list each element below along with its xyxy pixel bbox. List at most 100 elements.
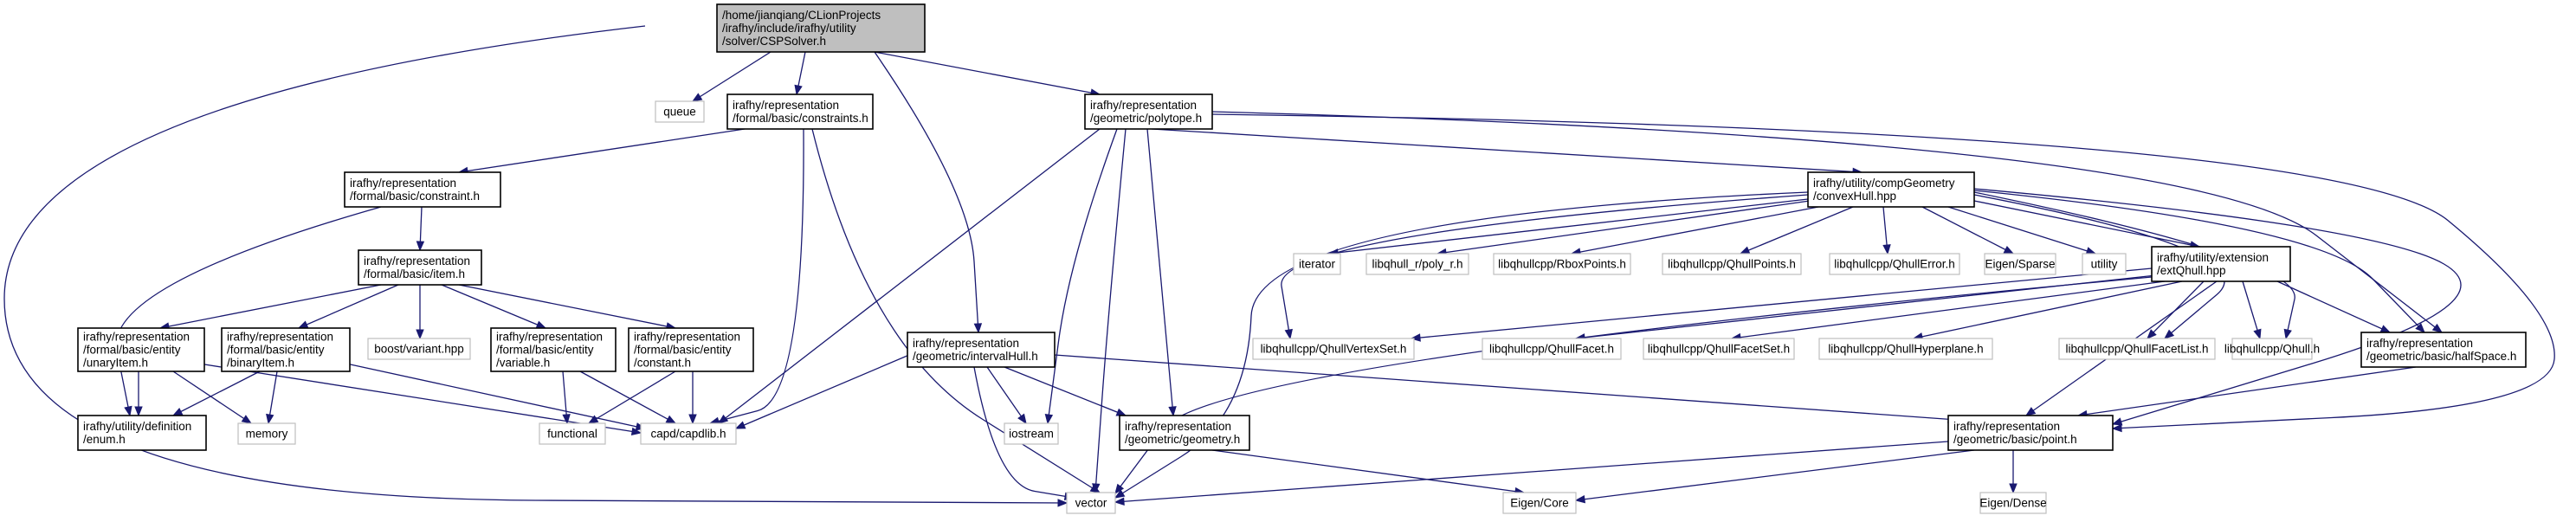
edge-arrowhead (691, 93, 703, 102)
node-label-line: /formal/basic/entity (634, 344, 732, 357)
edge-line (1146, 128, 1174, 416)
node-eigendense[interactable]: Eigen/Dense (1979, 492, 2047, 514)
node-qhullpoints[interactable]: libqhullcpp/QhullPoints.h (1662, 253, 1802, 275)
edge-line (811, 128, 1101, 493)
node-box (726, 93, 874, 130)
node-intervalhull[interactable]: irafhy/representation/geometric/interval… (907, 332, 1056, 368)
node-box (1502, 492, 1577, 514)
edge-convexhull-to-pointh (1973, 188, 2462, 426)
node-boostvariant[interactable]: boost/variant.hpp (367, 338, 471, 360)
edge-constant-to-functional (587, 371, 676, 424)
edge-arrowhead (2024, 407, 2037, 416)
edge-arrowhead (2253, 328, 2262, 340)
node-label-line: Eigen/Sparse (1985, 258, 2055, 271)
node-utility[interactable]: utility (2082, 253, 2127, 275)
edge-item-to-binaryitem (297, 284, 399, 329)
edge-line (1947, 206, 2096, 255)
edge-root-to-polytope (874, 51, 1101, 97)
edge-line (458, 284, 676, 329)
edge-arrowhead (734, 421, 746, 429)
node-root[interactable]: /home/jianqiang/CLionProjects/irafhy/inc… (716, 3, 926, 53)
edge-variable-to-capdlib (579, 371, 677, 424)
node-box (539, 422, 606, 445)
node-box (1252, 338, 1415, 360)
edge-arrowhead (241, 415, 253, 424)
node-halfspace[interactable]: irafhy/representation/geometric/basic/ha… (2360, 332, 2527, 368)
edge-arrowhead (2431, 323, 2444, 333)
node-vector[interactable]: vector (1066, 492, 1116, 514)
edge-arrowhead (587, 415, 599, 424)
node-capdlib[interactable]: capd/capdlib.h (640, 422, 737, 445)
node-iterator[interactable]: iterator (1293, 253, 1341, 275)
node-eigensparse[interactable]: Eigen/Sparse (1984, 253, 2056, 275)
node-pointh[interactable]: irafhy/representation/geometric/basic/po… (1947, 415, 2114, 451)
node-label-line: iterator (1299, 258, 1336, 271)
node-qhullh[interactable]: libqhullcpp/Qhull.h (2224, 338, 2320, 360)
node-label-line: /irafhy/include/irafhy/utility (722, 22, 856, 35)
node-label-line: irafhy/representation (733, 99, 839, 112)
node-enumh[interactable]: irafhy/utility/definition/enum.h (77, 415, 207, 451)
node-label-line: irafhy/representation (913, 337, 1019, 350)
node-eigencore[interactable]: Eigen/Core (1502, 492, 1577, 514)
node-label-line: vector (1075, 497, 1107, 510)
edge-convexhull-to-rboxpoints (1570, 206, 1819, 256)
node-label-line: /unaryItem.h (83, 357, 148, 370)
edge-line (1973, 200, 2200, 248)
node-label-line: irafhy/representation (1953, 420, 2060, 433)
node-rboxpoints[interactable]: libqhullcpp/RboxPoints.h (1493, 253, 1631, 275)
node-polytope[interactable]: irafhy/representation/geometric/polytope… (1084, 93, 1213, 130)
node-qhullfacetlist[interactable]: libqhullcpp/QhullFacetList.h (2058, 338, 2216, 360)
node-unaryitem[interactable]: irafhy/representation/formal/basic/entit… (77, 327, 205, 372)
edge-line (1973, 188, 2462, 425)
node-libqhullr[interactable]: libqhull_r/poly_r.h (1365, 253, 1469, 275)
node-box (1979, 492, 2047, 514)
node-label-line: /formal/basic/entity (227, 344, 325, 357)
edge-arrowhead (1115, 408, 1127, 416)
node-qhullhyperplane[interactable]: libqhullcpp/QhullHyperplane.h (1818, 338, 1993, 360)
node-label-line: irafhy/utility/compGeometry (1813, 177, 1955, 190)
graph-nodes: /home/jianqiang/CLionProjects/irafhy/inc… (77, 3, 2527, 514)
node-iostream[interactable]: iostream (1004, 422, 1059, 445)
node-label-line: /geometric/polytope.h (1090, 112, 1202, 125)
node-constraints[interactable]: irafhy/representation/formal/basic/const… (726, 93, 874, 130)
edge-pointh-to-vector (1114, 441, 1949, 506)
edge-polytope-to-vector (1092, 128, 1127, 494)
node-variable[interactable]: irafhy/representation/formal/basic/entit… (490, 327, 617, 372)
edge-line (1054, 354, 1958, 421)
node-constant[interactable]: irafhy/representation/formal/basic/entit… (628, 327, 754, 372)
edge-constant-to-capdlib (688, 371, 697, 425)
edge-intervalhull-to-iostream (986, 366, 1027, 425)
edge-polytope-to-halfspace (1211, 111, 2444, 333)
node-functional[interactable]: functional (539, 422, 606, 445)
node-qhullfacet[interactable]: libqhullcpp/QhullFacet.h (1482, 338, 1622, 360)
node-label-line: libqhullcpp/QhullFacet.h (1489, 343, 1614, 356)
node-geometry[interactable]: irafhy/representation/geometric/geometry… (1119, 415, 1250, 451)
node-constraint[interactable]: irafhy/representation/formal/basic/const… (344, 171, 501, 208)
node-label-line: /geometric/intervalHull.h (913, 350, 1038, 363)
edge-arrowhead (416, 329, 424, 340)
node-extqhull[interactable]: irafhy/utility/extension/extQhull.hpp (2151, 246, 2291, 282)
edge-arrowhead (2163, 329, 2175, 339)
node-qhullfacetset[interactable]: libqhullcpp/QhullFacetSet.h (1643, 338, 1795, 360)
node-label-line: iostream (1009, 428, 1054, 441)
node-box (1066, 492, 1116, 514)
node-item[interactable]: irafhy/representation/formal/basic/item.… (358, 249, 482, 286)
node-qhullvertexset[interactable]: libqhullcpp/QhullVertexSet.h (1252, 338, 1415, 360)
node-box (1493, 253, 1631, 275)
edge-polytope-to-geometry (1146, 128, 1177, 417)
node-label-line: /convexHull.hpp (1813, 190, 1896, 203)
node-label-line: irafhy/representation (364, 255, 470, 267)
edge-arrowhead (2415, 323, 2425, 333)
node-memory[interactable]: memory (237, 422, 296, 445)
node-box (1662, 253, 1802, 275)
edge-arrowhead (2111, 417, 2123, 426)
node-qhullerror[interactable]: libqhullcpp/QhullError.h (1829, 253, 1960, 275)
node-label-line: utility (2091, 258, 2118, 271)
edge-line (1740, 206, 1854, 255)
node-binaryitem[interactable]: irafhy/representation/formal/basic/entit… (221, 327, 351, 372)
node-convexhull[interactable]: irafhy/utility/compGeometry/convexHull.h… (1807, 171, 1975, 208)
node-queue[interactable]: queue (655, 100, 705, 123)
edge-line (973, 366, 1075, 499)
node-box (1818, 338, 1993, 360)
node-label-line: /variable.h (496, 357, 550, 370)
